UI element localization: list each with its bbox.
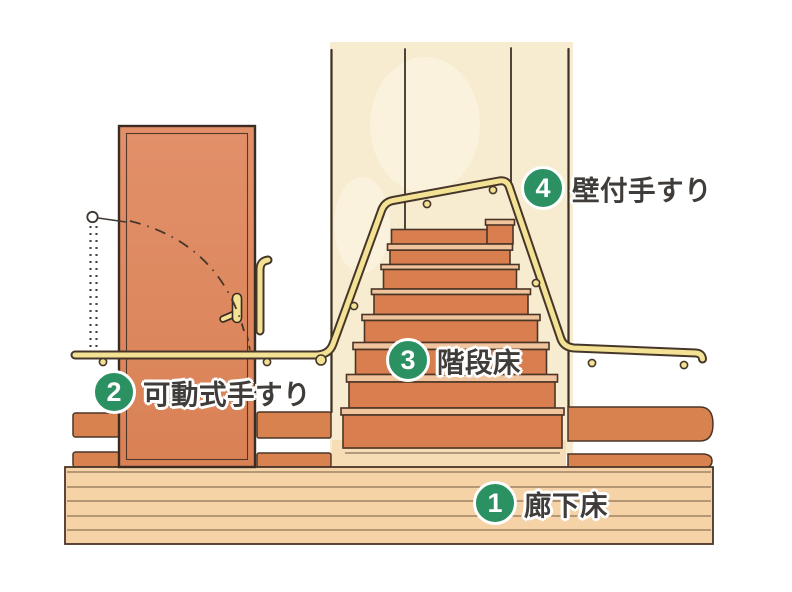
pivot-leader-line — [97, 217, 127, 223]
door — [117, 124, 257, 469]
rail-bracket — [262, 357, 272, 367]
stair-riser — [382, 268, 518, 290]
stair-tread — [386, 243, 514, 251]
door-pivot-marker — [86, 210, 99, 224]
vertical-grab-bar — [255, 255, 273, 336]
badge-number: 4 — [535, 172, 551, 203]
door-swing-arc — [129, 220, 245, 332]
handrail — [70, 176, 707, 370]
door-lever-handle — [219, 292, 243, 324]
label-text: 壁付手すり — [572, 175, 712, 206]
stair-tread — [340, 407, 565, 416]
label-badge-4: 4 — [521, 166, 565, 210]
label-badge-1: 1 — [473, 481, 517, 525]
door-inner-panel-line — [125, 132, 249, 461]
label-badge-2: 2 — [92, 370, 136, 414]
badge-number: 2 — [106, 376, 122, 407]
door-swing-arc-tail — [246, 336, 251, 351]
badge-number: 1 — [487, 487, 503, 518]
rail-bracket — [587, 358, 597, 368]
baseboard-band — [567, 453, 713, 469]
rail-bracket — [488, 185, 498, 195]
door-swing-annotation — [86, 210, 251, 351]
baseboard-band — [256, 452, 332, 468]
stair-riser — [389, 249, 511, 266]
stair-top-block-cap — [484, 218, 516, 226]
rail-bracket — [349, 301, 359, 311]
label-badge-3: 3 — [386, 338, 430, 382]
label-movable-handrail: 2 可動式手すり — [92, 370, 311, 414]
label-wall-handrail: 4 壁付手すり — [521, 166, 712, 210]
corridor-floor — [64, 466, 714, 545]
stair-tread — [361, 313, 541, 322]
rail-bracket — [679, 360, 689, 370]
baseboard-band — [256, 411, 332, 439]
stair-riser — [373, 293, 529, 316]
rail-bracket — [98, 357, 108, 367]
rail-bracket — [531, 278, 541, 288]
badge-number: 3 — [400, 344, 416, 375]
label-text: 廊下床 — [524, 490, 608, 521]
baseboard-band — [72, 451, 120, 468]
label-stair-floor: 3 階段床 — [386, 338, 521, 382]
rail-bracket — [422, 199, 432, 209]
rail-bracket — [315, 354, 327, 366]
stair-tread — [370, 288, 532, 296]
label-corridor-floor: 1 廊下床 — [473, 481, 608, 525]
label-text: 可動式手すり — [143, 379, 311, 410]
stair-riser — [348, 381, 556, 409]
baseboard-band — [72, 412, 120, 438]
stair-riser — [342, 414, 563, 449]
handrail-core — [72, 178, 705, 362]
label-text: 階段床 — [437, 347, 521, 378]
baseboard-band — [567, 406, 714, 442]
